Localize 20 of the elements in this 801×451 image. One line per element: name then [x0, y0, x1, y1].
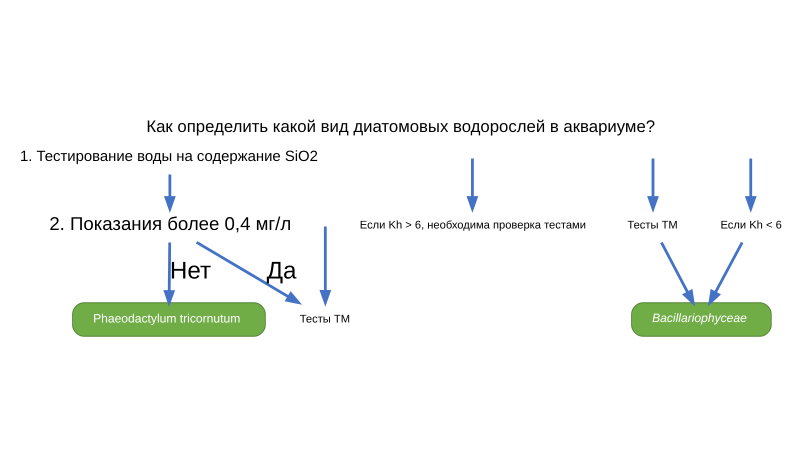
- node-box: Bacillariophyceae: [631, 302, 772, 337]
- arrow: [466, 158, 478, 213]
- arrow: [164, 174, 176, 213]
- arrow: [708, 242, 744, 306]
- arrow: [660, 242, 696, 306]
- node-text: Если Kh > 6, необходима проверка тестами: [360, 219, 586, 232]
- node-box: Phaeodactylum tricornutum: [72, 302, 266, 337]
- node-text: Тесты ТМ: [627, 219, 678, 232]
- node-text: Если Kh < 6: [720, 219, 782, 232]
- node-text: Тесты ТМ: [300, 313, 350, 326]
- arrow: [163, 242, 176, 307]
- arrow: [647, 158, 659, 213]
- node-text: 1. Тестирование воды на содержание SiO2: [20, 149, 318, 166]
- arrow: [319, 226, 332, 307]
- edge-label: Нет: [170, 257, 212, 284]
- arrow: [196, 241, 302, 305]
- edge-label: Да: [266, 257, 297, 284]
- arrow: [744, 158, 757, 213]
- diagram-title: Как определить какой вид диатомовых водорослей в аквариуме?: [146, 116, 656, 136]
- node-text: 2. Показания более 0,4 мг/л: [49, 213, 292, 234]
